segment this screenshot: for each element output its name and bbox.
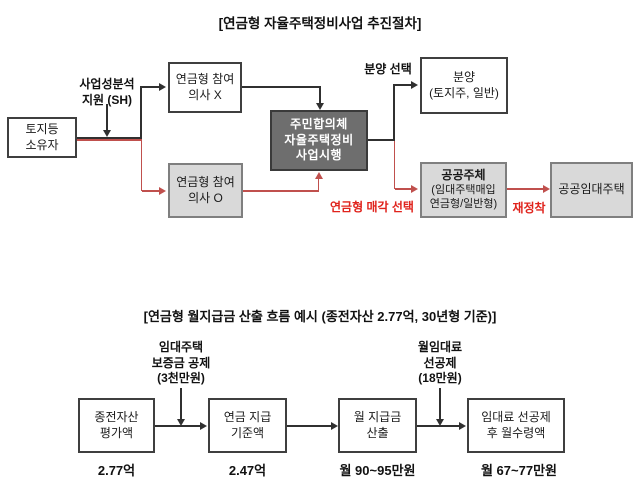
rent-deduction-label: 월임대료 선공제 (18만원) xyxy=(417,340,463,386)
junction-down-red-line xyxy=(140,139,142,191)
step-pension-base-value: 2.47억 xyxy=(228,463,267,478)
sale-box: 분양 (토지주, 일반) xyxy=(420,57,508,114)
feasibility-arrow-line xyxy=(106,104,108,130)
owner-connector-red-line xyxy=(77,139,142,141)
to-public-arrowhead-icon xyxy=(411,185,418,193)
deposit-deduction-arrowhead-icon xyxy=(177,419,185,426)
public-entity-box: 공공주체 (임대주택매입 연금형/일반형) xyxy=(420,162,507,218)
yes-intent-box: 연금형 참여 의사 O xyxy=(168,163,243,218)
rent-deduction-arrowhead-icon xyxy=(436,419,444,426)
step-asset-value-box: 종전자산 평가액 xyxy=(78,398,155,453)
public-rental-box: 공공임대주택 xyxy=(550,162,633,218)
sale-choice-label: 분양 선택 xyxy=(364,62,412,76)
step1-to-step2-arrowhead-icon xyxy=(200,422,207,430)
council-box: 주민합의체 자율주택정비 사업시행 xyxy=(270,110,368,171)
split-down-red-line xyxy=(393,141,395,189)
split-up-line xyxy=(393,84,395,141)
deposit-deduction-label: 임대주택 보증금 공제 (3천만원) xyxy=(151,340,211,386)
resettle-label: 재정착 xyxy=(512,201,546,215)
yes-intent-to-council-vline xyxy=(317,179,319,191)
to-no-intent-line xyxy=(142,86,159,88)
step-asset-value: 2.77억 xyxy=(97,463,136,478)
to-public-red-line xyxy=(395,188,411,190)
to-sale-line xyxy=(395,84,411,86)
pension-sale-choice-label: 연금형 매각 선택 xyxy=(330,200,414,214)
council-out-line xyxy=(368,139,395,141)
public-entity-sub: (임대주택매입 연금형/일반형) xyxy=(429,184,498,210)
step-pension-base-box: 연금 지급 기준액 xyxy=(208,398,287,453)
no-intent-to-council-hline xyxy=(242,86,321,88)
deposit-deduction-arrow-line xyxy=(180,388,182,419)
step-monthly-payment-box: 월 지급금 산출 xyxy=(338,398,417,453)
public-entity-title: 공공주체 xyxy=(441,168,486,183)
step-net-receipt-box: 임대료 선공제 후 월수령액 xyxy=(467,398,565,453)
rent-deduction-arrow-line xyxy=(439,388,441,419)
junction-up-line xyxy=(140,86,142,139)
bottom-diagram-title: [연금형 월지급금 산출 흐름 예시 (종전자산 2.77억, 30년형 기준)… xyxy=(143,309,497,324)
step-monthly-payment-value: 월 90~95만원 xyxy=(339,463,416,478)
step-net-receipt-value: 월 67~77만원 xyxy=(480,463,557,478)
step2-to-step3-line xyxy=(287,425,331,427)
council-top-arrowhead-icon xyxy=(316,103,324,110)
step3-to-step4-line xyxy=(417,425,459,427)
to-yes-intent-red-line xyxy=(142,190,159,192)
top-diagram-title: [연금형 자율주택정비사업 추진절차] xyxy=(218,16,422,31)
public-to-rental-arrowhead-icon xyxy=(543,185,550,193)
feasibility-support-label: 사업성분석 지원 (SH) xyxy=(79,77,135,107)
to-yes-intent-arrowhead-icon xyxy=(159,187,166,195)
yes-intent-to-council-hline xyxy=(243,190,319,192)
to-no-intent-arrowhead-icon xyxy=(159,83,166,91)
owner-connector-line xyxy=(77,137,142,139)
no-intent-to-council-vline xyxy=(319,86,321,103)
to-sale-arrowhead-icon xyxy=(411,81,418,89)
no-intent-box: 연금형 참여 의사 X xyxy=(168,62,242,113)
step1-to-step2-line xyxy=(155,425,200,427)
step2-to-step3-arrowhead-icon xyxy=(331,422,338,430)
council-bottom-arrowhead-icon xyxy=(314,172,323,179)
owner-box: 토지등 소유자 xyxy=(7,117,77,158)
public-to-rental-line xyxy=(507,188,543,190)
step3-to-step4-arrowhead-icon xyxy=(459,422,466,430)
feasibility-arrowhead-icon xyxy=(103,130,111,137)
